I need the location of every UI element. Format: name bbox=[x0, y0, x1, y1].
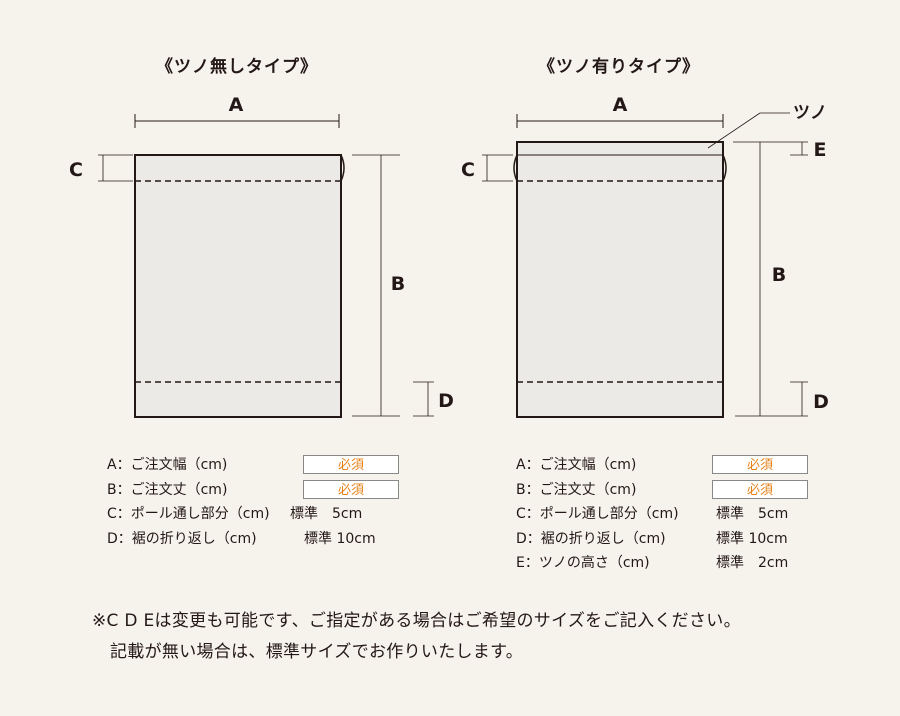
right-pole-sleeve-right-curve bbox=[722, 154, 727, 182]
spec-label: D：裾の折り返し（cm) bbox=[516, 530, 666, 547]
right-spec-row: E：ツノの高さ（cm) 標準 2cm bbox=[516, 551, 816, 576]
spec-value: 標準 10cm bbox=[304, 530, 376, 547]
spec-label: D：裾の折り返し（cm) bbox=[107, 530, 257, 547]
left-banner-panel bbox=[134, 154, 342, 418]
left-pole-sleeve-curve bbox=[340, 154, 345, 182]
spec-value: 標準 2cm bbox=[716, 555, 789, 571]
left-spec-row: D：裾の折り返し（cm) 標準 10cm bbox=[107, 527, 407, 552]
right-label-tsuno: ツノ bbox=[793, 103, 827, 123]
left-diagram-title: 《ツノ無しタイプ》 bbox=[156, 57, 318, 77]
right-label-d: D bbox=[813, 391, 829, 413]
left-diagram bbox=[98, 114, 434, 418]
right-spec-list: A：ご注文幅（cm) 必須 B：ご注文丈（cm) 必須 C：ポール通し部分（cm… bbox=[516, 453, 816, 576]
right-label-a: A bbox=[613, 94, 628, 116]
right-tsuno-leader-line bbox=[707, 112, 761, 149]
right-spec-row: A：ご注文幅（cm) 必須 bbox=[516, 453, 816, 478]
right-spec-row: C：ポール通し部分（cm) 標準 5cm bbox=[516, 502, 816, 527]
right-label-b: B bbox=[772, 264, 786, 286]
spec-label: A：ご注文幅（cm) bbox=[107, 457, 228, 473]
left-label-a: A bbox=[229, 94, 244, 116]
spec-value: 標準 5cm bbox=[290, 506, 363, 522]
spec-label: C：ポール通し部分（cm) bbox=[516, 506, 679, 522]
footnote-line-2: 記載が無い場合は、標準サイズでお作りいたします。 bbox=[110, 642, 523, 662]
footnote-line-1: ※C D Eは変更も可能です、ご指定がある場合はご希望のサイズをご記入ください。 bbox=[92, 611, 741, 631]
required-badge: 必須 bbox=[712, 455, 808, 474]
left-spec-row: A：ご注文幅（cm) 必須 bbox=[107, 453, 407, 478]
spec-label: A：ご注文幅（cm) bbox=[516, 457, 637, 473]
required-badge: 必須 bbox=[712, 479, 808, 499]
right-banner-panel bbox=[516, 141, 724, 418]
required-badge: 必須 bbox=[303, 455, 399, 474]
left-spec-list: A：ご注文幅（cm) 必須 B：ご注文丈（cm) 必須 C：ポール通し部分（cm… bbox=[107, 453, 407, 551]
required-badge: 必須 bbox=[303, 479, 399, 499]
right-pole-sleeve-left-curve bbox=[513, 154, 518, 182]
right-spec-row: B：ご注文丈（cm) 必須 bbox=[516, 478, 816, 503]
right-label-e: E bbox=[814, 139, 827, 161]
spec-label: C：ポール通し部分（cm) bbox=[107, 506, 270, 522]
right-diagram bbox=[482, 112, 808, 418]
spec-value: 標準 10cm bbox=[716, 530, 788, 547]
left-spec-row: B：ご注文丈（cm) 必須 bbox=[107, 478, 407, 503]
spec-label: B：ご注文丈（cm) bbox=[516, 481, 637, 498]
left-spec-row: C：ポール通し部分（cm) 標準 5cm bbox=[107, 502, 407, 527]
spec-label: B：ご注文丈（cm) bbox=[107, 481, 228, 498]
left-label-d: D bbox=[438, 390, 454, 412]
left-label-c: C bbox=[69, 159, 83, 181]
right-label-c: C bbox=[461, 159, 475, 181]
right-diagram-title: 《ツノ有りタイプ》 bbox=[538, 57, 700, 77]
left-label-b: B bbox=[391, 273, 405, 295]
footnote: ※C D Eは変更も可能です、ご指定がある場合はご希望のサイズをご記入ください。… bbox=[92, 606, 741, 668]
right-spec-row: D：裾の折り返し（cm) 標準 10cm bbox=[516, 527, 816, 552]
spec-label: E：ツノの高さ（cm) bbox=[516, 555, 650, 571]
spec-value: 標準 5cm bbox=[716, 506, 789, 522]
